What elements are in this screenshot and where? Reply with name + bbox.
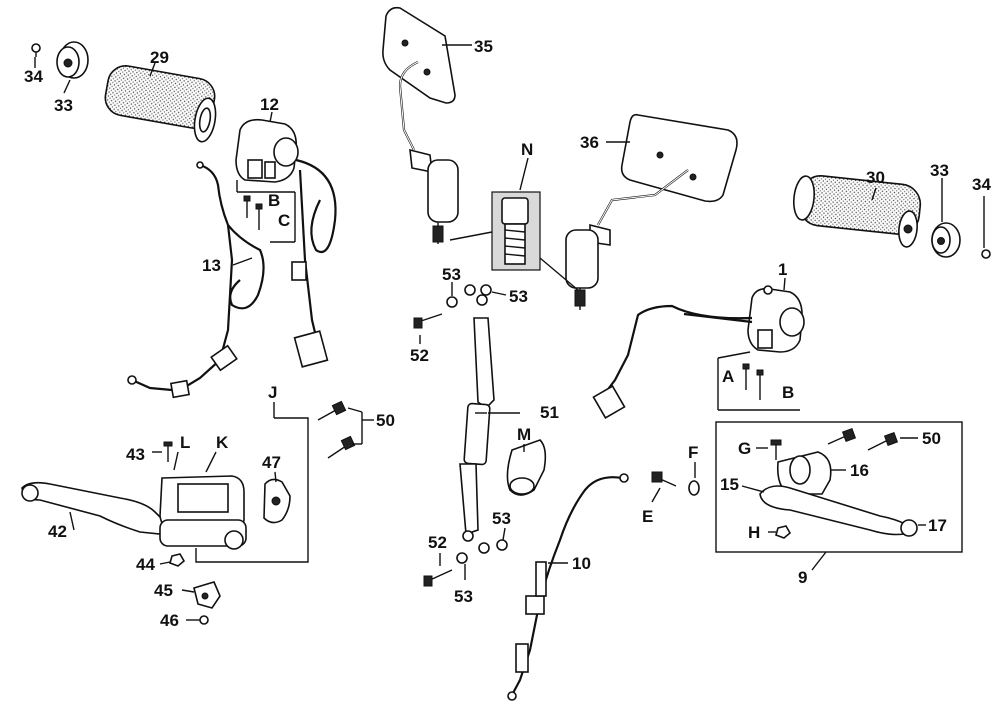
label-36: 36 (580, 133, 599, 152)
label-h: H (748, 523, 760, 542)
clamp-47 (263, 478, 291, 524)
label-a: A (722, 367, 734, 386)
front-brake-lever-42 (21, 481, 169, 535)
bolts-50-right (827, 427, 899, 451)
right-mirror-36 (565, 113, 738, 310)
label-53-top-b: 53 (509, 287, 528, 306)
assembly-box-9 (715, 421, 963, 553)
right-end-cap-33 (931, 222, 961, 258)
banjo-bolt-52-bottom (423, 569, 453, 587)
brake-switch-45 (193, 581, 221, 609)
label-l: L (180, 433, 190, 452)
label-13: 13 (202, 256, 221, 275)
label-34-left: 34 (24, 67, 43, 86)
label-50-right: 50 (922, 429, 941, 448)
label-n: N (521, 140, 533, 159)
label-33-left: 33 (54, 96, 73, 115)
bolts-50-left (317, 400, 356, 459)
label-47: 47 (262, 453, 281, 472)
washers-53-bottom (456, 539, 508, 564)
label-j: J (268, 383, 277, 402)
label-15: 15 (720, 475, 739, 494)
label-m: M (517, 425, 531, 444)
switch-screws-b-c (243, 195, 263, 230)
label-b-left: B (268, 191, 280, 210)
label-17: 17 (928, 516, 947, 535)
label-f: F (688, 443, 698, 462)
label-53-bottom-a: 53 (492, 509, 511, 528)
screw-43 (163, 441, 173, 462)
left-mirror-35 (382, 6, 459, 244)
label-53-bottom-b: 53 (454, 587, 473, 606)
label-c-left: C (278, 211, 290, 230)
brake-hose-51 (459, 294, 495, 542)
washers-53-top (446, 284, 492, 308)
left-switch-wiring-13 (127, 161, 265, 399)
label-12: 12 (260, 95, 279, 114)
label-44: 44 (136, 555, 155, 574)
label-9: 9 (798, 568, 807, 587)
label-43: 43 (126, 445, 145, 464)
label-42: 42 (48, 522, 67, 541)
screw-46 (199, 615, 209, 625)
grommet-m (506, 439, 547, 496)
label-51: 51 (540, 403, 559, 422)
master-cylinder-k (159, 475, 247, 550)
label-b-right: B (782, 383, 794, 402)
left-end-screw-34 (31, 43, 41, 57)
label-52-top: 52 (410, 346, 429, 365)
label-35: 35 (474, 37, 493, 56)
label-10: 10 (572, 554, 591, 573)
label-29: 29 (150, 48, 169, 67)
clutch-bracket-16 (776, 451, 832, 495)
label-53-top-a: 53 (442, 265, 461, 284)
mirror-adapter-n (491, 191, 541, 271)
label-1: 1 (778, 260, 787, 279)
label-g: G (738, 439, 751, 458)
label-33-right: 33 (930, 161, 949, 180)
label-30: 30 (866, 168, 885, 187)
washer-f (688, 480, 700, 496)
pivot-bolt-g (770, 439, 782, 460)
label-16: 16 (850, 461, 869, 480)
nut-44 (169, 553, 186, 567)
nut-h (775, 525, 792, 539)
left-grip-29 (104, 65, 217, 143)
label-45: 45 (154, 581, 173, 600)
right-grip-30 (792, 175, 922, 248)
label-52-bottom: 52 (428, 533, 447, 552)
label-46: 46 (160, 611, 179, 630)
banjo-bolt-52-top (413, 313, 443, 329)
bolt-e (651, 471, 677, 487)
label-34-right: 34 (972, 175, 991, 194)
right-switch-screws-a-b (742, 363, 764, 400)
label-k: K (216, 433, 229, 452)
label-e: E (642, 507, 653, 526)
right-end-screw-34 (981, 249, 991, 259)
clutch-cable-10 (507, 473, 629, 701)
left-end-cap-33 (56, 41, 89, 79)
clutch-lever-17 (759, 485, 918, 537)
left-switch-housing-12 (235, 118, 337, 368)
right-switch-housing-1 (592, 285, 805, 419)
label-50-left: 50 (376, 411, 395, 430)
